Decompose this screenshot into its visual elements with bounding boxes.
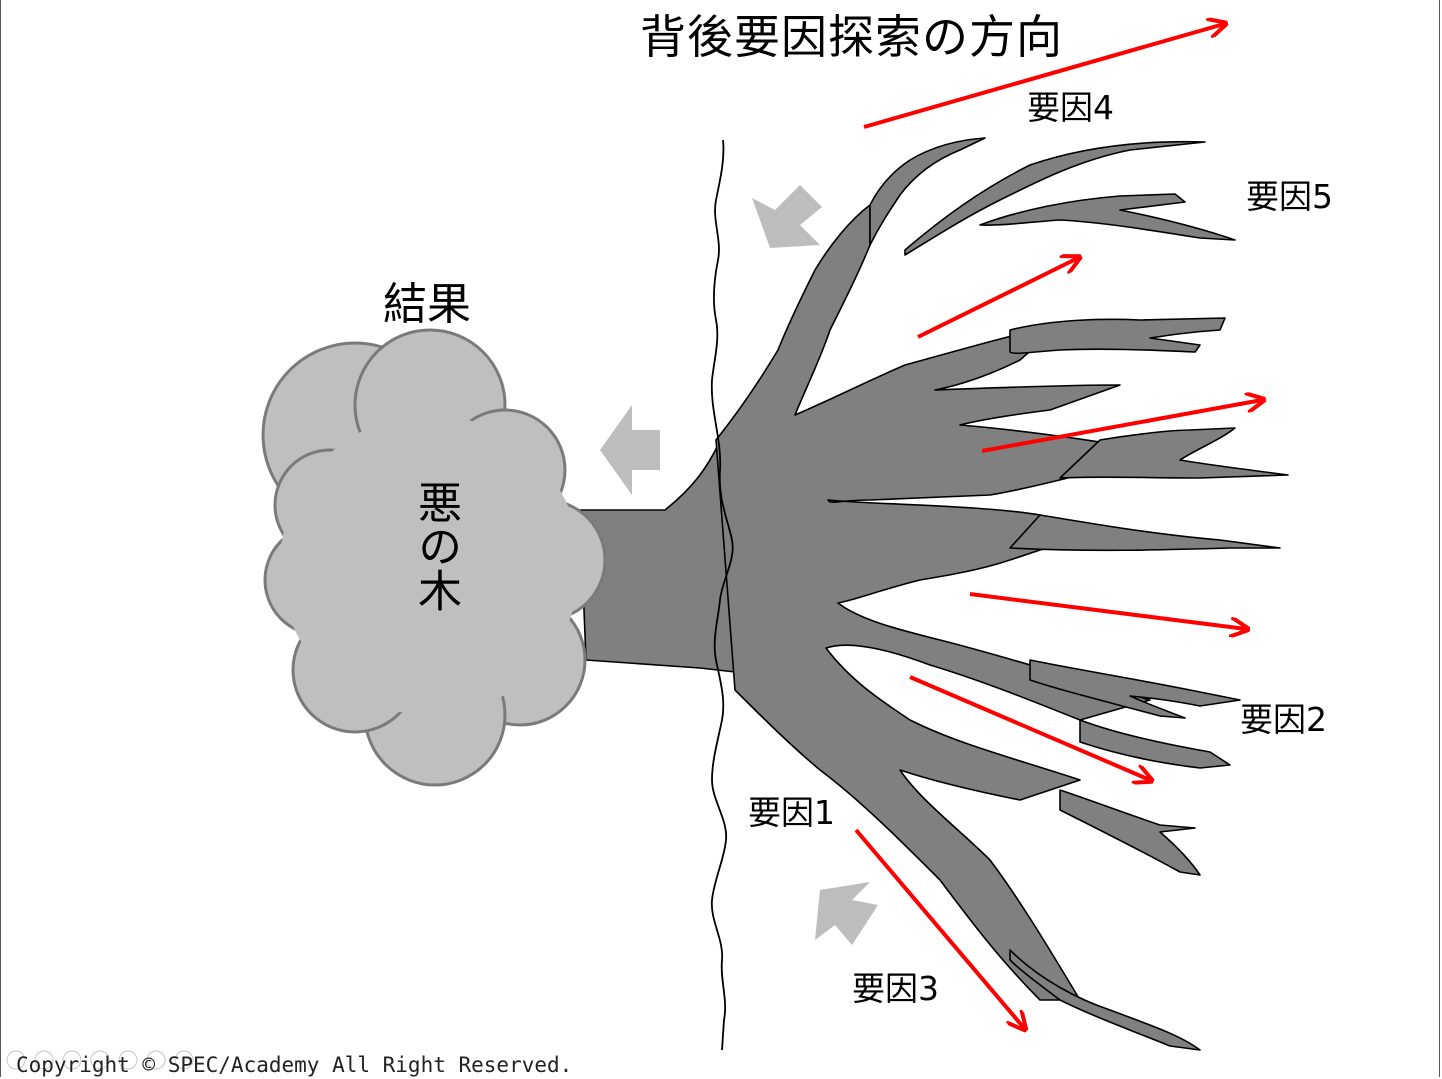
- root-branch-2c: [1059, 789, 1201, 876]
- root-branch-4b: [904, 140, 1206, 256]
- root-branch-2a: [1029, 659, 1241, 719]
- ground-line: [710, 139, 734, 1051]
- crown-label: 悪の木: [410, 480, 461, 612]
- root-body: [715, 204, 1151, 1001]
- factor-1-label: 要因1: [748, 793, 835, 832]
- copyright-text: Copyright © SPEC/Academy All Right Reser…: [16, 1053, 573, 1077]
- red-arrows: [854, 24, 1262, 1028]
- red-arrow-2: [981, 400, 1262, 453]
- factor-5-label: 要因5: [1246, 177, 1333, 216]
- root-branch-mid-3: [1009, 514, 1281, 552]
- page-title: 背後要因探索の方向: [640, 10, 1063, 64]
- gray-arrow-lower: [815, 882, 878, 945]
- factor-3-label: 要因3: [852, 969, 939, 1008]
- root-branch-3: [1009, 949, 1201, 1051]
- factor-4-label: 要因4: [1027, 88, 1114, 127]
- factor-2-label: 要因2: [1240, 700, 1327, 739]
- red-arrow-1: [917, 258, 1078, 339]
- gray-arrow-left: [600, 405, 660, 495]
- root-branch-mid-1: [1009, 317, 1226, 355]
- roots: [579, 137, 1289, 1051]
- tree-crown-fill: [280, 415, 580, 715]
- red-arrow-3: [969, 592, 1246, 629]
- gray-arrow-upper: [752, 185, 822, 248]
- red-arrow-top: [863, 24, 1224, 129]
- red-arrow-5: [854, 828, 1024, 1028]
- root-branch-2b: [1079, 719, 1231, 769]
- footer-logos: [6, 1050, 194, 1070]
- root-branch-5: [979, 193, 1236, 241]
- red-arrow-4: [909, 675, 1150, 780]
- root-branch-4a: [869, 137, 986, 246]
- root-branch-mid-2: [1059, 427, 1289, 479]
- result-label: 結果: [383, 279, 471, 330]
